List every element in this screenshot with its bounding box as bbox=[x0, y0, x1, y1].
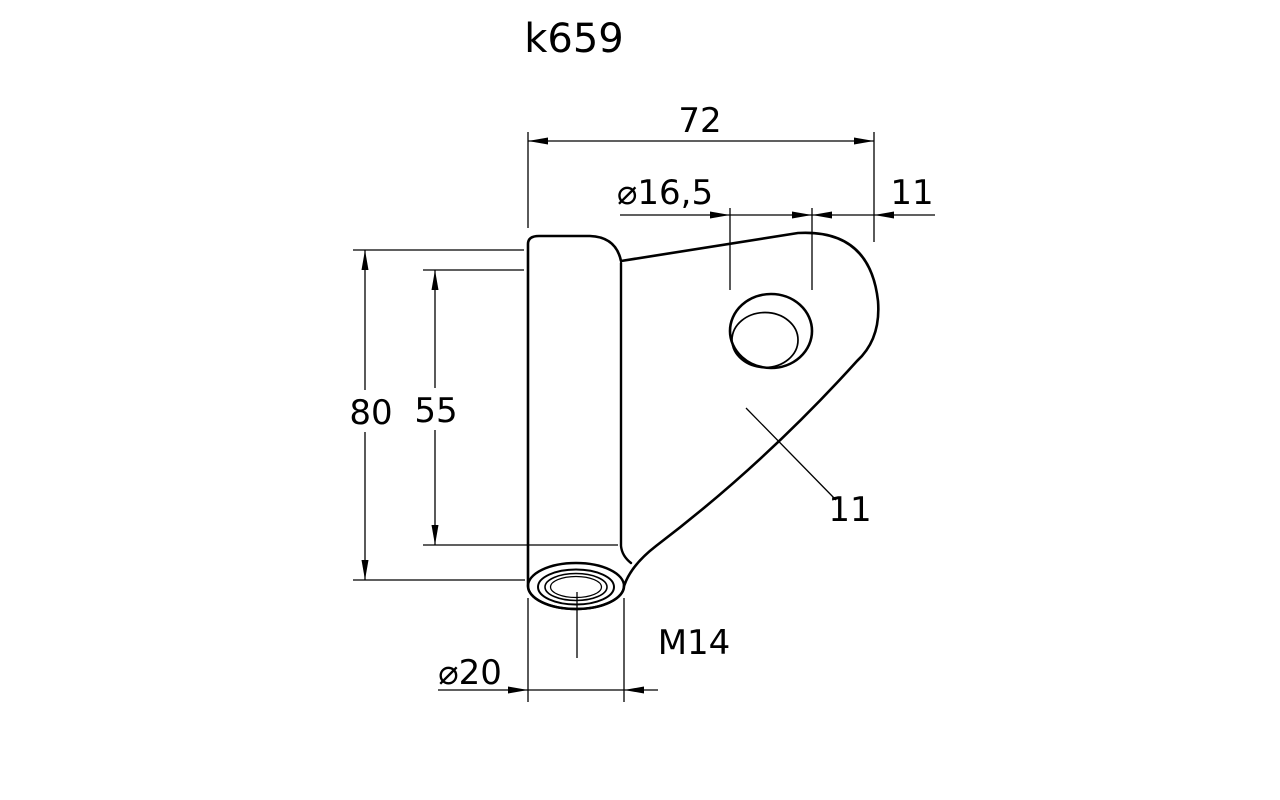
boss-right-edge bbox=[619, 261, 633, 565]
arrow-55-top bbox=[431, 270, 439, 290]
thread-chamfer-ellipse bbox=[537, 568, 615, 606]
arrow-hole-left bbox=[710, 211, 730, 219]
arrow-11-right bbox=[874, 211, 894, 219]
dim-label-overall-height: 80 bbox=[349, 393, 392, 433]
arrow-80-top bbox=[361, 250, 369, 270]
dim-label-overall-width: 72 bbox=[678, 101, 721, 141]
plate-hole-outer bbox=[728, 292, 814, 370]
thread-crest-ellipse bbox=[544, 572, 608, 602]
dim-label-hole-diameter: ⌀16,5 bbox=[617, 173, 713, 213]
part-silhouette bbox=[526, 231, 880, 611]
leader-line-thickness bbox=[745, 407, 837, 501]
arrow-72-left bbox=[528, 137, 548, 145]
mask-55 bbox=[412, 388, 460, 430]
arrow-80-bottom bbox=[361, 560, 369, 580]
mask-80 bbox=[346, 390, 396, 432]
arrow-20-right bbox=[624, 686, 644, 694]
arrow-hole-right bbox=[812, 211, 832, 219]
labels-group: k659 72 ⌀16,5 11 80 55 11 M14 ⌀20 bbox=[349, 16, 933, 693]
thread-root-ellipse bbox=[549, 575, 603, 599]
dim-label-plate-thickness: 11 bbox=[828, 490, 871, 530]
arrow-55-bottom bbox=[431, 525, 439, 545]
dim-label-thread-size: M14 bbox=[658, 623, 731, 663]
dim-label-hole-edge-distance: 11 bbox=[890, 173, 933, 213]
dim-label-boss-diameter: ⌀20 bbox=[438, 653, 502, 693]
drawing-title: k659 bbox=[524, 16, 624, 62]
arrow-20-left bbox=[508, 686, 528, 694]
part-outline-group bbox=[526, 231, 880, 611]
plate-hole-inner bbox=[731, 311, 799, 369]
arrow-11-left bbox=[792, 211, 812, 219]
arrowheads-group bbox=[361, 137, 894, 694]
arrow-72-right bbox=[854, 137, 874, 145]
dim-label-upper-height: 55 bbox=[414, 391, 457, 431]
text-masks-group bbox=[346, 388, 460, 432]
boss-face-ellipse bbox=[526, 561, 626, 611]
